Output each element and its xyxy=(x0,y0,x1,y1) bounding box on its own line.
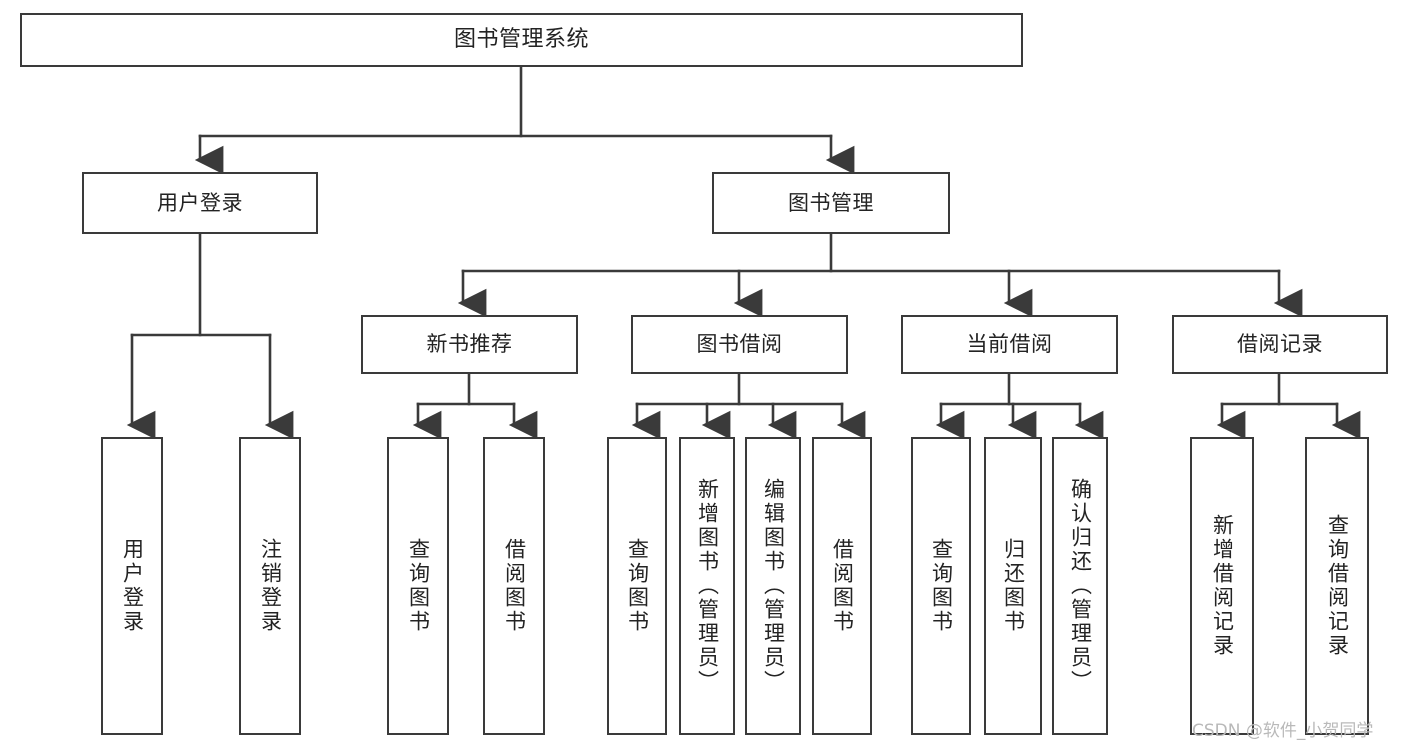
watermark-text: CSDN @软件_小贺同学 xyxy=(1192,721,1374,741)
leaf-query-book-2[interactable]: 查询图书 xyxy=(607,437,667,735)
leaf-edit-book-admin-label: 编辑图书（管理员） xyxy=(761,478,786,694)
node-borrow-record[interactable]: 借阅记录 xyxy=(1172,315,1388,374)
leaf-confirm-return-admin-label: 确认归还（管理员） xyxy=(1068,478,1093,694)
leaf-return-book-label: 归还图书 xyxy=(1001,538,1026,634)
leaf-logout[interactable]: 注销登录 xyxy=(239,437,301,735)
leaf-query-book-3-label: 查询图书 xyxy=(929,538,954,634)
node-book-borrow-label: 图书借阅 xyxy=(696,332,783,357)
leaf-return-book[interactable]: 归还图书 xyxy=(984,437,1042,735)
leaf-add-book-admin[interactable]: 新增图书（管理员） xyxy=(679,437,735,735)
leaf-query-borrow-record-label: 查询借阅记录 xyxy=(1325,514,1350,658)
node-user-login-label: 用户登录 xyxy=(157,190,243,215)
node-book-management[interactable]: 图书管理 xyxy=(712,172,950,234)
leaf-query-book-1-label: 查询图书 xyxy=(406,538,431,634)
leaf-add-book-admin-label: 新增图书（管理员） xyxy=(695,478,720,694)
leaf-edit-book-admin[interactable]: 编辑图书（管理员） xyxy=(745,437,801,735)
leaf-user-login-label: 用户登录 xyxy=(120,538,145,634)
leaf-user-login[interactable]: 用户登录 xyxy=(101,437,163,735)
leaf-add-borrow-record[interactable]: 新增借阅记录 xyxy=(1190,437,1254,735)
node-current-borrow[interactable]: 当前借阅 xyxy=(901,315,1118,374)
leaf-borrow-book-1[interactable]: 借阅图书 xyxy=(483,437,545,735)
leaf-borrow-book-2[interactable]: 借阅图书 xyxy=(812,437,872,735)
node-book-borrow[interactable]: 图书借阅 xyxy=(631,315,848,374)
leaf-confirm-return-admin[interactable]: 确认归还（管理员） xyxy=(1052,437,1108,735)
leaf-query-book-1[interactable]: 查询图书 xyxy=(387,437,449,735)
leaf-query-book-3[interactable]: 查询图书 xyxy=(911,437,971,735)
node-root[interactable]: 图书管理系统 xyxy=(20,13,1023,67)
leaf-borrow-book-2-label: 借阅图书 xyxy=(830,538,855,634)
node-user-login[interactable]: 用户登录 xyxy=(82,172,318,234)
node-new-book-recommend-label: 新书推荐 xyxy=(426,332,513,357)
node-borrow-record-label: 借阅记录 xyxy=(1237,332,1323,357)
leaf-logout-label: 注销登录 xyxy=(258,538,283,634)
node-new-book-recommend[interactable]: 新书推荐 xyxy=(361,315,578,374)
leaf-query-borrow-record[interactable]: 查询借阅记录 xyxy=(1305,437,1369,735)
leaf-query-book-2-label: 查询图书 xyxy=(625,538,650,634)
leaf-borrow-book-1-label: 借阅图书 xyxy=(502,538,527,634)
node-root-label: 图书管理系统 xyxy=(453,27,589,53)
leaf-add-borrow-record-label: 新增借阅记录 xyxy=(1210,514,1235,658)
node-book-management-label: 图书管理 xyxy=(788,190,874,215)
node-current-borrow-label: 当前借阅 xyxy=(966,332,1053,357)
